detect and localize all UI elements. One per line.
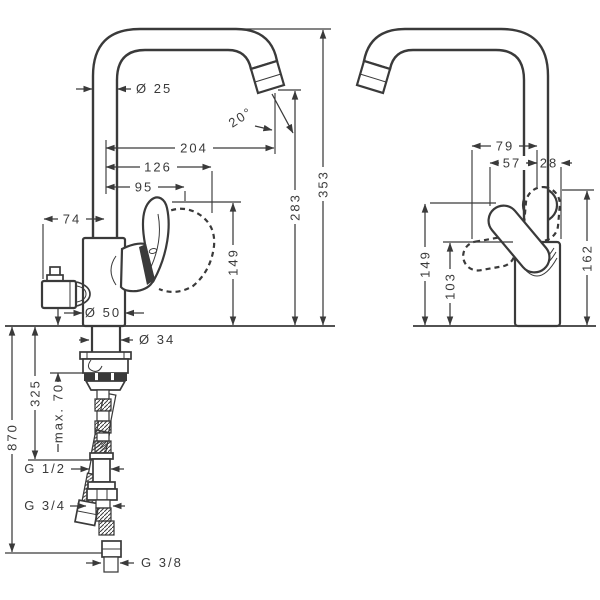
dim-rear-offset: 28 [540,156,558,171]
dim-valve-offset: 74 [63,212,81,227]
dim-handle-height-side: 149 [418,250,433,278]
dim-spout-diameter: Ø 25 [136,81,172,96]
front-side-valve [40,266,91,310]
front-handle-dashed [158,207,216,293]
g12-connector [92,458,111,483]
valve-neck-inner [76,285,87,303]
dim-body-diameter: Ø 50 [85,305,121,320]
hose-straight [86,389,122,573]
mounting-washer [79,351,132,360]
dim-handle-height: 149 [226,248,241,276]
front-spout [91,27,279,246]
seal-slit [95,373,98,381]
front-handle-band [139,244,154,285]
side-nozzle [355,59,392,95]
side-spout [362,27,550,246]
side-extension-lines [430,150,594,243]
side-dimensions: 79 57 28 149 103 162 [418,139,595,326]
hose-tail [103,556,119,573]
dim-raised-handle-height: 162 [580,244,595,272]
hose-segment [95,499,111,509]
hose-segment [96,432,110,442]
hose-braid [94,398,112,412]
dim-max-counter-thickness: max. 70 [51,383,66,443]
side-handle-solid [487,204,551,274]
side-view [355,27,596,328]
front-handle-contour [150,213,160,268]
mounting-nut [84,380,127,391]
front-body-detail-arc [110,255,117,286]
seal-band [84,373,127,381]
dim-connection-g12: G 1/2 [24,461,66,476]
valve-handle [40,279,78,310]
dim-grip-projection-side: 57 [503,156,521,171]
g12-cap [89,452,114,460]
dim-body-height: 103 [443,272,458,300]
side-nozzle-seam [359,73,387,83]
dim-grip-projection: 95 [135,180,153,195]
dim-connection-depth: 325 [28,379,43,407]
dim-shank-diameter: Ø 34 [139,332,175,347]
dim-projection: 204 [180,141,208,156]
hose-segment [96,410,110,422]
dim-spray-angle: 20° [226,104,256,131]
valve-neck-outer [76,281,91,307]
shank-pipe [90,326,122,352]
hose-braid [95,507,112,522]
g34-nut [86,488,118,501]
hose-segment [96,389,110,400]
front-undercounter [74,326,132,573]
hose-braid [98,520,115,536]
hose-braid [94,420,112,434]
seal-slit [111,373,114,381]
dim-total-height: 353 [316,170,331,198]
dim-angle-stream-line [271,93,294,134]
front-extension-lines [5,28,331,554]
mounting-clip [87,359,103,372]
front-handle-grip [141,196,170,284]
dim-connection-g38: G 3/8 [141,555,183,570]
dim-handle-projection: 126 [144,160,172,175]
dim-connection-g34: G 3/4 [24,498,66,513]
front-dimensions: Ø 25 20° 204 126 95 74 Ø 50 Ø 34 149 283 [5,28,331,570]
dim-spout-height: 283 [288,193,303,221]
connector-facet [77,510,97,516]
dim-total-depth: 870 [5,423,20,451]
hose-braid [94,440,112,454]
front-nozzle [249,59,286,95]
front-nozzle-seam [254,73,282,83]
g34-flange [87,481,116,490]
dim-angle-leader [254,124,273,132]
front-view [5,27,335,573]
dim-front-projection: 79 [496,139,514,154]
